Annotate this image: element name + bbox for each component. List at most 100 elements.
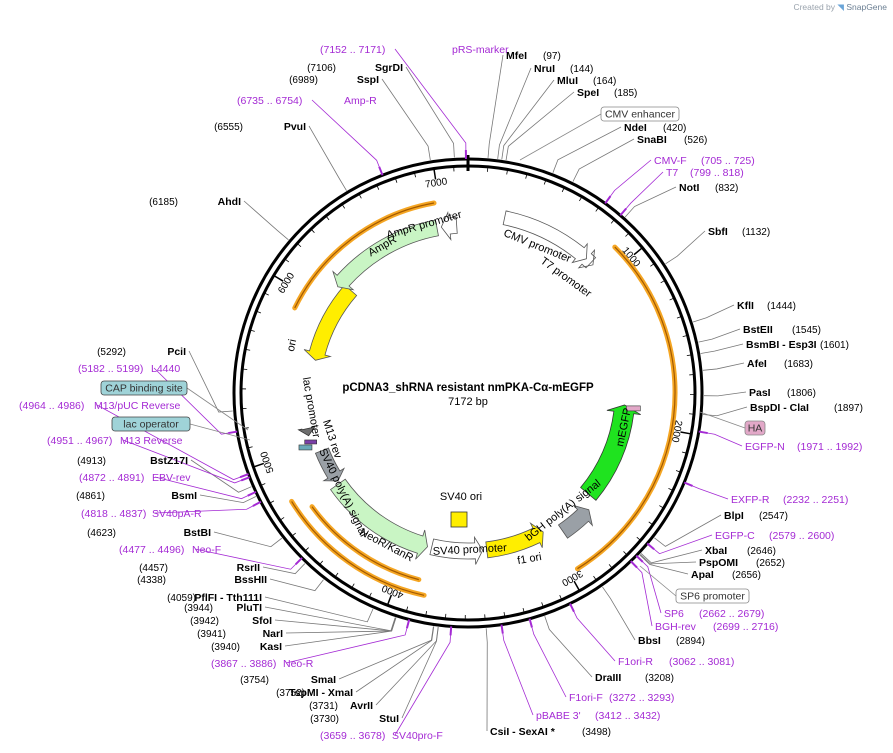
minor-tick: [249, 329, 255, 332]
site-position: (4338): [137, 575, 166, 586]
plasmid-length: 7172 bp: [448, 396, 488, 408]
minor-tick: [682, 334, 688, 338]
major-tick: [433, 168, 437, 180]
primer-range: (705 .. 725): [701, 155, 755, 167]
minor-tick: [610, 219, 615, 224]
leader-line: [405, 66, 455, 158]
site-position: (97): [543, 51, 561, 62]
minor-tick: [623, 551, 628, 556]
site-position: (6555): [214, 122, 243, 133]
minor-tick: [650, 263, 655, 267]
site-kasi: KasI: [260, 641, 282, 653]
feature-lac-promoter[interactable]: [297, 425, 316, 437]
plasmid-name: pCDNA3_shRNA resistant nmPKA-Cα-mEGFP: [342, 382, 594, 394]
site-position: (3730): [310, 714, 339, 725]
leader-line: [485, 628, 488, 732]
primer-range: (2232 .. 2251): [783, 494, 848, 506]
feature-ampr-promoter[interactable]: [440, 211, 458, 241]
site-position: (7106): [307, 63, 336, 74]
primer-f1ori-f: F1ori-F: [569, 692, 603, 704]
major-tick: [386, 594, 393, 606]
site-noti: NotI: [679, 182, 699, 194]
site-position: (5292): [97, 347, 126, 358]
leader-line: [692, 304, 735, 323]
site-kfli: KflI: [737, 300, 754, 312]
minor-tick: [405, 606, 409, 612]
leader-line: [702, 362, 745, 371]
minor-tick: [284, 258, 290, 263]
feature-sv40-poly-a-signal[interactable]: [314, 447, 345, 482]
primer-neo-r: Neo-R: [283, 658, 314, 670]
site-position: (3944): [184, 603, 213, 614]
minor-tick: [376, 184, 380, 190]
primer-range: (4872 .. 4891): [79, 472, 144, 484]
site-mlui: MluI: [557, 75, 578, 87]
site-position: (1444): [767, 301, 796, 312]
leader-line: [602, 586, 636, 641]
leader-line: [501, 79, 555, 160]
feature-t7-promoter[interactable]: [577, 248, 597, 269]
leader-line: [285, 617, 397, 634]
feature-megfp[interactable]: [580, 404, 641, 501]
leader-line: [274, 617, 396, 632]
site-position: (3754): [240, 675, 269, 686]
minor-tick: [686, 354, 692, 357]
leader-line: [570, 605, 616, 662]
cap-site-mark: [298, 444, 313, 451]
minor-tick: [636, 536, 641, 541]
leader-line: [264, 596, 374, 623]
minor-tick: [659, 505, 664, 509]
feature-ori[interactable]: [303, 284, 358, 361]
site-position: (1601): [820, 340, 849, 351]
primer-range: (4951 .. 4967): [47, 435, 112, 447]
minor-tick: [681, 451, 687, 454]
feature-sv40-ori[interactable]: [450, 511, 468, 528]
site-blpi: BlpI: [724, 510, 744, 522]
feature-ampr[interactable]: [332, 219, 439, 291]
primer-prs-marker: pRS-marker: [452, 44, 509, 56]
site-position: (3731): [309, 701, 338, 712]
watermark-brand: SnapGene: [846, 2, 887, 12]
site-pasi: PasI: [749, 387, 771, 399]
feature-neor-kanr[interactable]: [329, 478, 428, 560]
site-position: (144): [570, 64, 593, 75]
site-position: (2652): [756, 558, 785, 569]
primer-range: (7152 .. 7171): [320, 44, 385, 56]
leader-line: [394, 628, 452, 736]
primer-range: (3272 .. 3293): [609, 692, 674, 704]
leader-line: [189, 423, 251, 441]
feature-bgh-poly-a-signal[interactable]: [557, 504, 594, 539]
primer-l4440: L4440: [151, 363, 180, 375]
site-position: (3498): [582, 727, 611, 738]
minor-tick: [541, 602, 544, 608]
site-position: (3941): [197, 629, 226, 640]
leader-line: [544, 616, 593, 678]
site-position: (1806): [787, 388, 816, 399]
site-position: (1683): [784, 359, 813, 370]
site-position: (185): [614, 88, 637, 99]
minor-tick: [660, 279, 666, 284]
primer-range: (2579 .. 2600): [769, 530, 834, 542]
primer-range: (3412 .. 3432): [595, 710, 660, 722]
minor-tick: [543, 179, 547, 185]
site-position: (4059): [167, 593, 196, 604]
primer-ebv-rev: EBV-rev: [152, 472, 191, 484]
primer-pbabe-3: pBABE 3': [536, 710, 581, 722]
minor-tick: [368, 592, 372, 598]
feature-cmv-enhancer: CMV enhancer: [605, 109, 676, 121]
watermark-prefix: Created by: [793, 2, 836, 12]
feature-sv40-promoter[interactable]: [429, 535, 484, 565]
site-snabi: SnaBI: [637, 134, 667, 146]
site-position: (1897): [834, 403, 863, 414]
minor-tick: [608, 564, 613, 569]
primer-range: (5182 .. 5199): [78, 363, 143, 375]
site-draiii: DraIII: [595, 672, 621, 684]
primer-neo-f: Neo-F: [192, 544, 221, 556]
leader-line: [700, 431, 743, 447]
leader-line: [698, 328, 741, 343]
minor-tick: [525, 173, 528, 179]
minor-tick: [291, 532, 296, 537]
feature-f1-ori[interactable]: [485, 521, 544, 559]
feature-cmv-promoter[interactable]: [502, 210, 588, 264]
leader-line: [487, 54, 504, 158]
